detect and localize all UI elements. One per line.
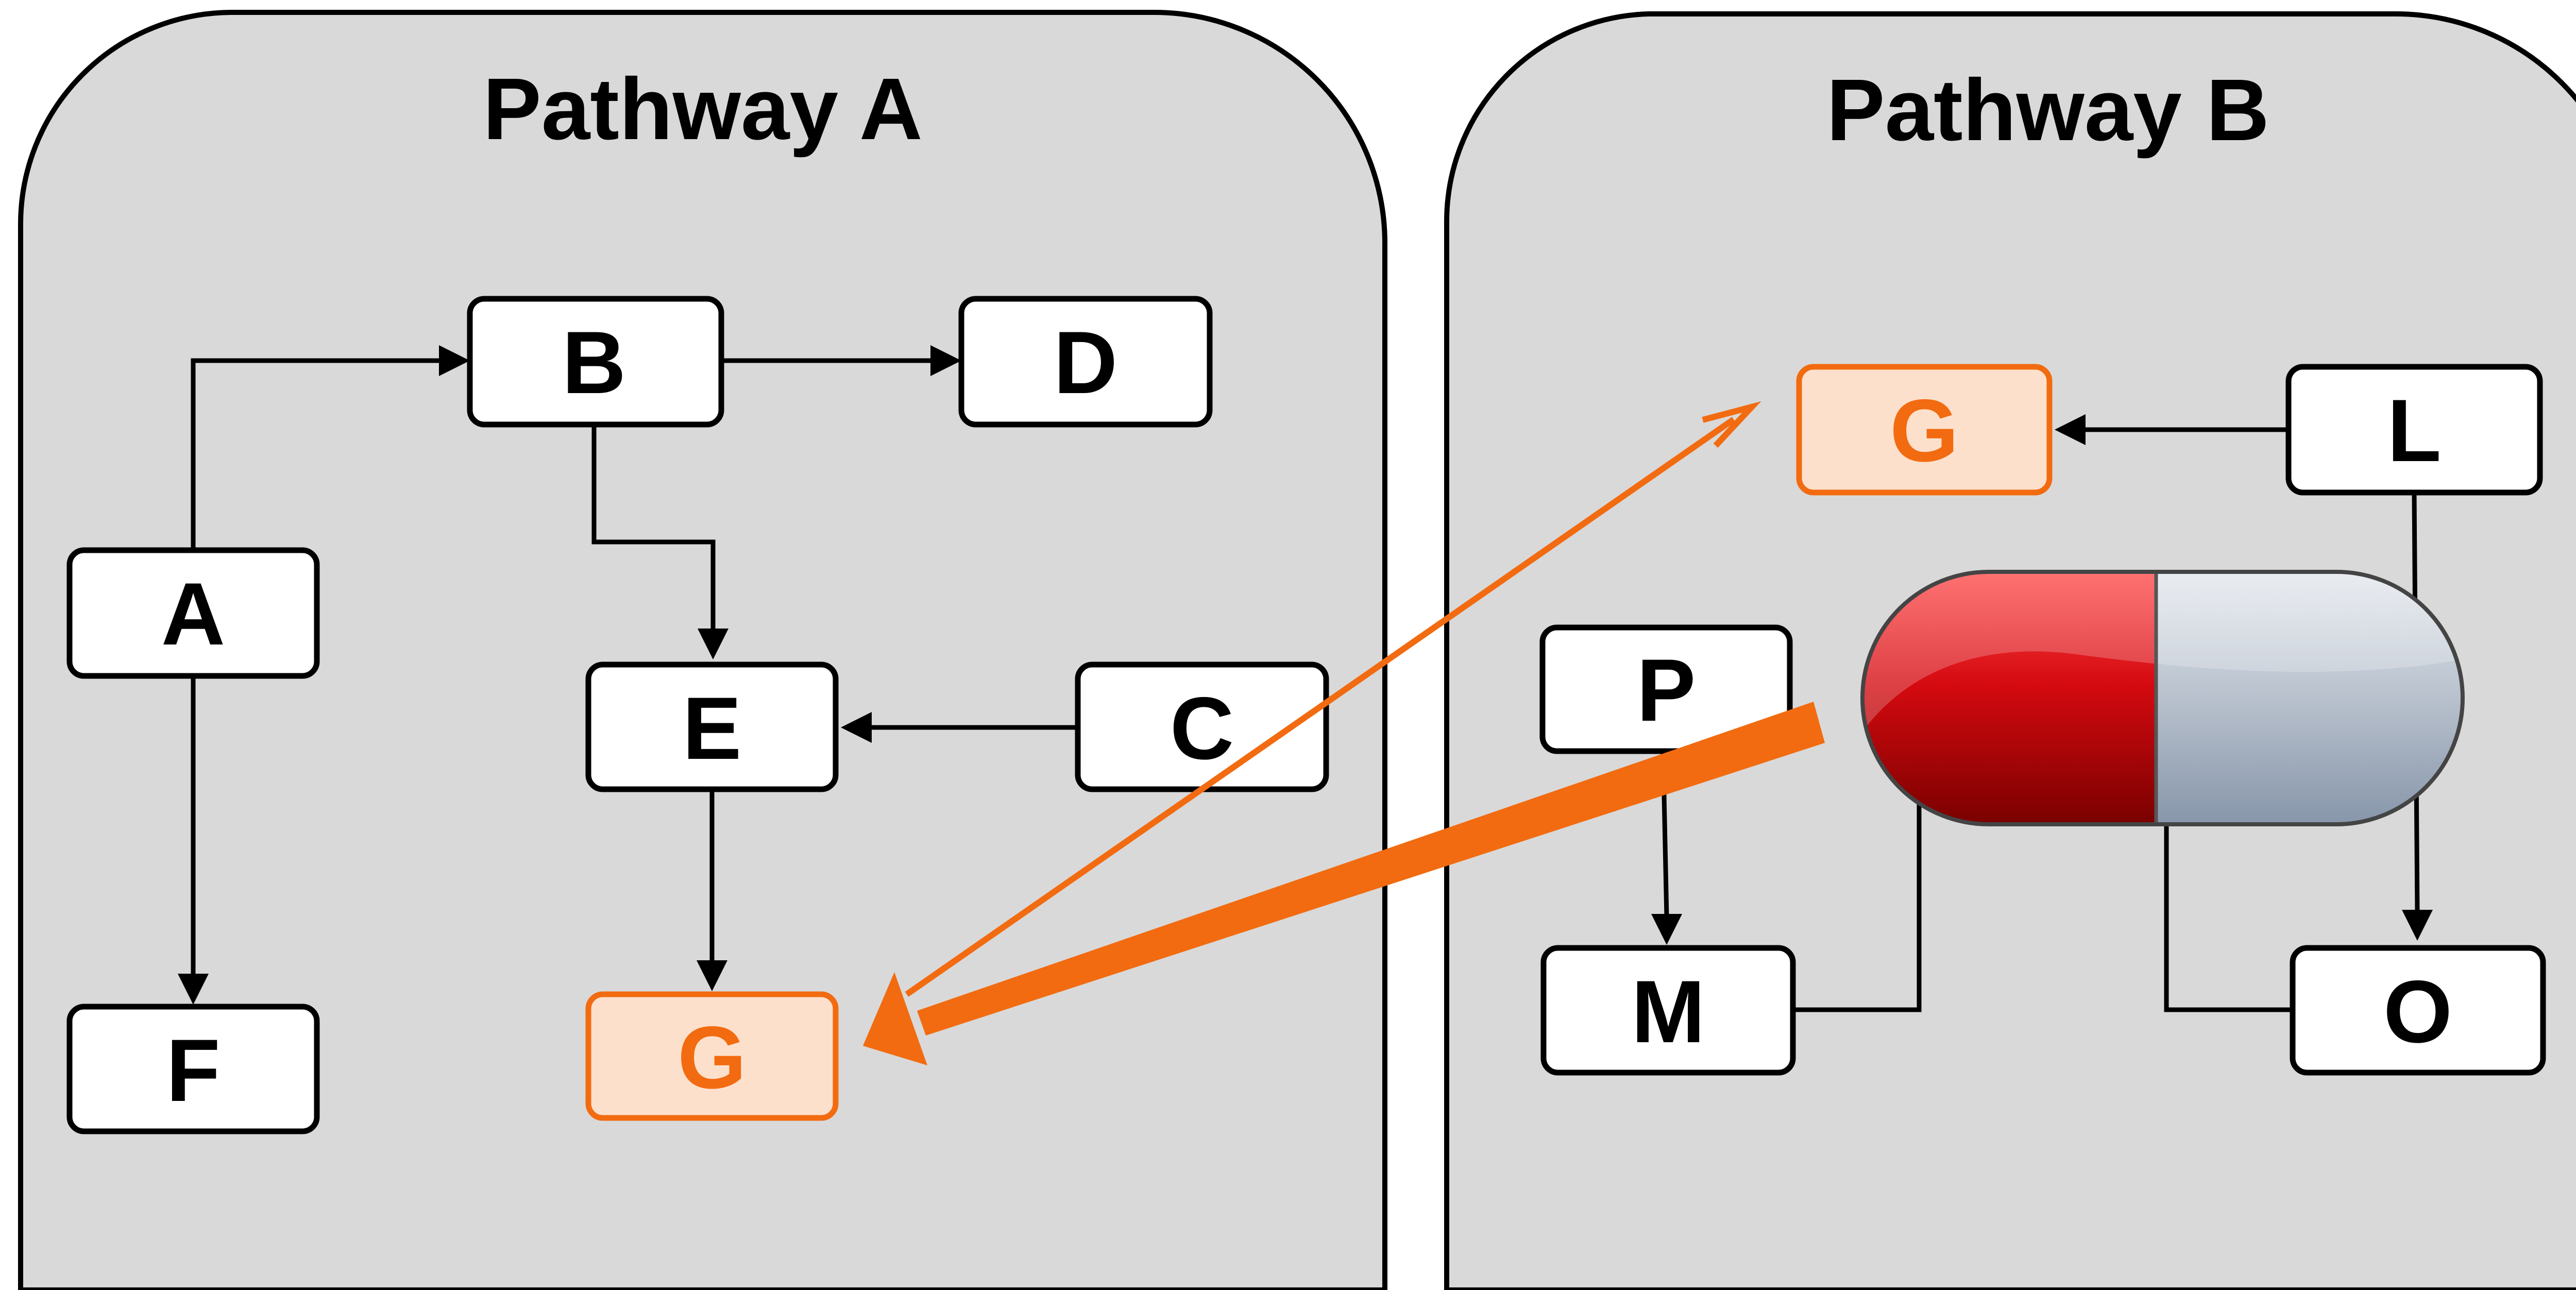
arrowhead-l-to-o (2402, 910, 2433, 941)
pathway-a-edges (178, 345, 1078, 1005)
node-m[interactable]: M (1540, 945, 1796, 1076)
node-l[interactable]: L (2285, 364, 2543, 496)
pathway-b-title: Pathway B (1826, 61, 2269, 159)
node-p[interactable]: P (1539, 624, 1793, 754)
node-f[interactable]: F (66, 1004, 320, 1134)
arrowhead-b-to-e (698, 629, 728, 659)
node-d[interactable]: D (958, 296, 1213, 428)
arrowhead-p-to-m (1651, 914, 1682, 945)
pathway-b-edges (1651, 414, 2433, 1012)
arrowhead-c-to-e (841, 712, 872, 743)
arrowhead-l-to-g (2055, 414, 2086, 445)
node-e[interactable]: E (585, 661, 839, 792)
arrowhead-a-to-b (439, 345, 470, 376)
node-l-label: L (2387, 381, 2441, 480)
node-o[interactable]: O (2290, 945, 2546, 1076)
node-d-label: D (1054, 313, 1117, 412)
node-p-label: P (1637, 641, 1696, 740)
node-g-pathway-b-label: G (1890, 381, 1959, 480)
capsule-icon (1860, 570, 2465, 826)
node-g-pathway-b[interactable]: G (1796, 364, 2053, 496)
node-o-label: O (2383, 962, 2452, 1061)
arrowhead-e-to-g (697, 960, 727, 991)
edge-m-connector (1793, 783, 1922, 1012)
node-f-label: F (166, 1021, 220, 1120)
node-a-label: A (161, 565, 225, 664)
edge-a-to-b (191, 358, 442, 550)
node-g-pathway-a[interactable]: G (585, 991, 839, 1121)
node-c[interactable]: C (1075, 661, 1329, 792)
node-b[interactable]: B (467, 296, 724, 428)
node-c-label: C (1170, 679, 1234, 778)
thin-orange-arrow (905, 401, 1761, 997)
node-b-label: B (562, 313, 626, 412)
arrowhead-b-to-d (930, 345, 961, 376)
thick-orange-arrow (863, 702, 1825, 1065)
node-g-pathway-a-label: G (677, 1008, 747, 1107)
arrowhead-a-to-f (178, 974, 209, 1005)
edge-o-connector (2164, 804, 2293, 1012)
node-m-label: M (1631, 962, 1705, 1061)
node-a[interactable]: A (66, 547, 320, 679)
edge-b-to-e (591, 427, 716, 632)
pathway-a-title: Pathway A (483, 60, 922, 158)
node-e-label: E (683, 679, 742, 778)
